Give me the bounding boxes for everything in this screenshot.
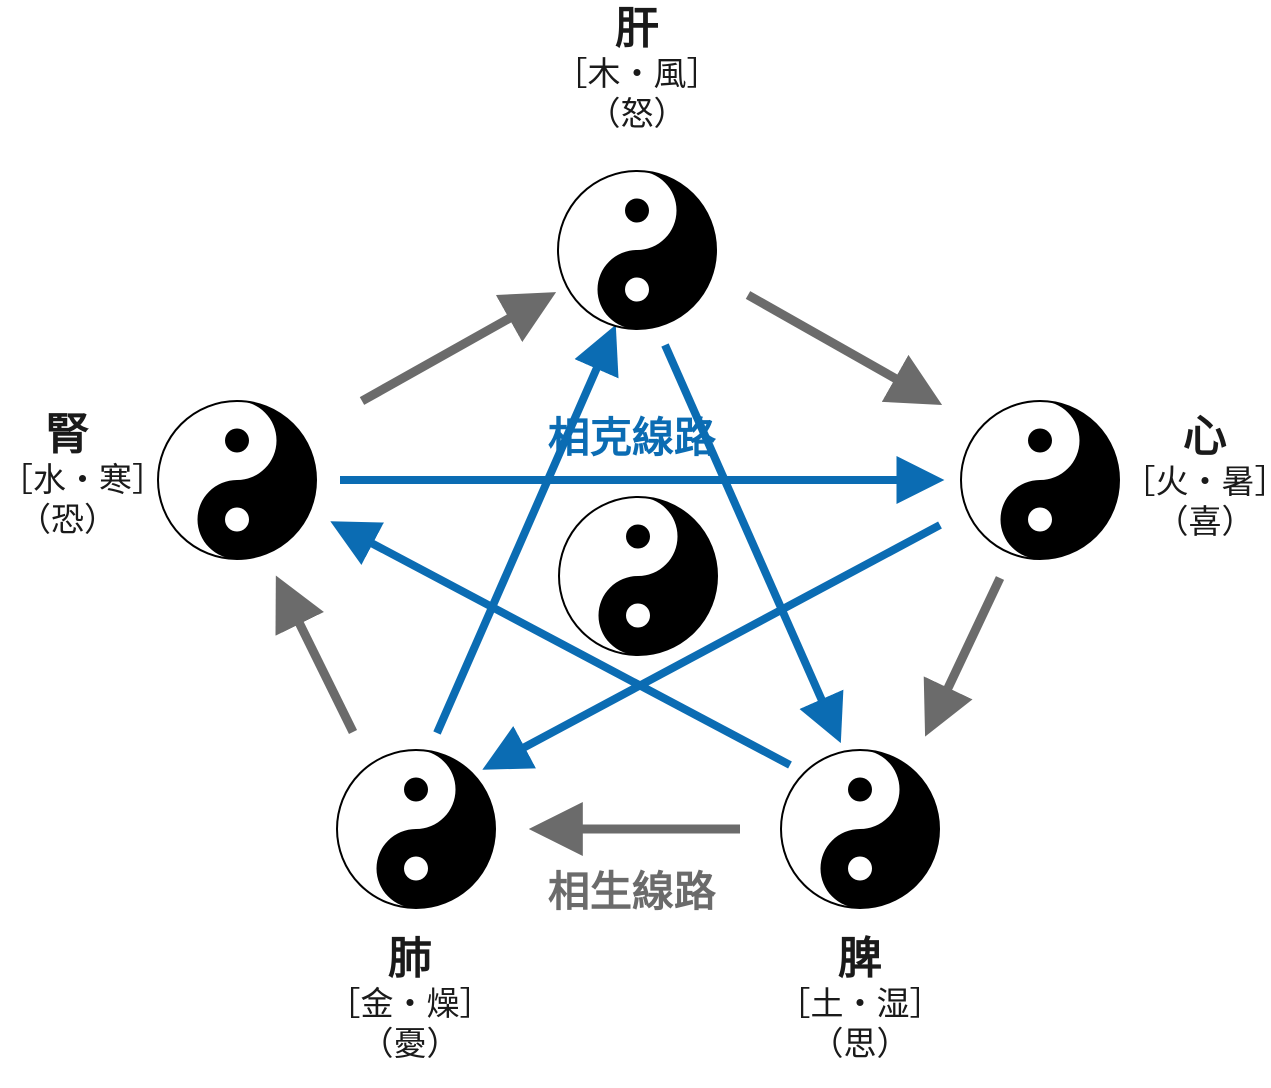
yin-yang-icon	[557, 170, 717, 330]
yin-yang-icon	[157, 400, 317, 560]
organ-name: 脾	[838, 933, 882, 984]
organ-name: 腎	[45, 409, 90, 460]
emotion: （思）	[810, 1024, 910, 1063]
sheng-arrow-lung-kidney	[275, 575, 358, 734]
ke-arrow-heart-lung	[482, 521, 942, 770]
node-label-spleen: 脾 ［土・湿］ （思）	[760, 934, 960, 1064]
node-label-kidney: 腎 ［水・寒］ （恐）	[0, 409, 165, 540]
yin-yang-icon	[336, 749, 496, 909]
organ-name: 心	[1183, 411, 1227, 462]
ke-arrow-liver-spleen	[661, 343, 844, 744]
emotion: （怒）	[587, 94, 687, 133]
sheng-route-label: 相生線路	[548, 867, 717, 916]
element-attribute: ［木・風］	[554, 54, 720, 93]
yin-yang-icon	[558, 496, 718, 656]
node-label-lung: 肺 ［金・燥］ （憂）	[310, 934, 510, 1064]
sheng-arrow-liver-heart	[745, 291, 943, 405]
yin-yang-icon	[780, 749, 940, 909]
ke-arrow-lung-liver	[433, 324, 619, 735]
element-attribute: ［土・湿］	[777, 984, 943, 1023]
node-label-liver: 肝 ［木・風］ （怒）	[537, 4, 737, 134]
organ-name: 肺	[388, 933, 432, 984]
emotion: （憂）	[360, 1024, 460, 1063]
sheng-arrow-kidney-liver	[359, 292, 557, 405]
emotion: （恐）	[18, 500, 117, 539]
sheng-arrow-heart-spleen	[923, 576, 1005, 737]
ke-route-label: 相克線路	[548, 413, 717, 462]
sheng-arrows	[275, 291, 1005, 856]
element-attribute: ［金・燥］	[327, 984, 493, 1023]
emotion: （喜）	[1155, 502, 1255, 541]
ke-arrows	[330, 324, 945, 770]
node-label-heart: 心 ［火・暑］ （喜）	[1100, 412, 1271, 542]
ke-arrow-spleen-kidney	[330, 521, 792, 769]
yin-yang-icon	[960, 400, 1120, 560]
element-attribute: ［水・寒］	[0, 460, 165, 499]
organ-name: 肝	[615, 3, 659, 54]
element-attribute: ［火・暑］	[1122, 462, 1271, 501]
